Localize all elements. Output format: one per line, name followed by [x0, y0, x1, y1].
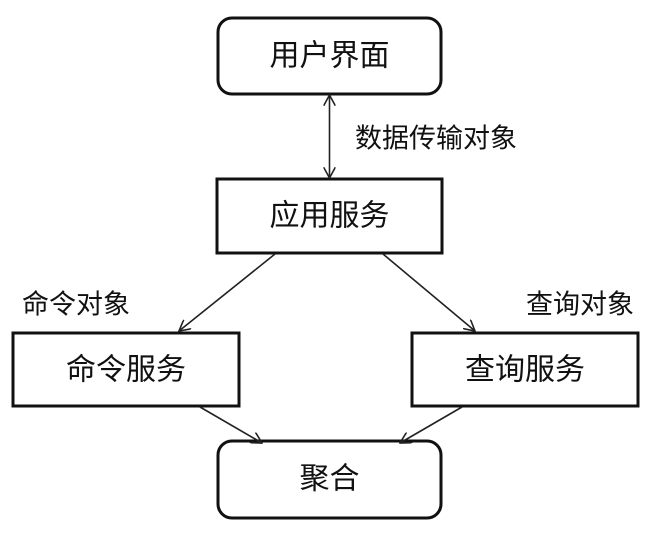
command-object-edge-label: 命令对象 [22, 290, 130, 321]
query-service-label: 查询服务 [465, 353, 585, 388]
aggregate-box [216, 439, 443, 520]
edge-command-to-aggregate [199, 406, 262, 443]
query-service-box [410, 331, 640, 408]
node-user-interface: 用户界面 [216, 16, 443, 96]
node-command-service: 命令服务 [11, 331, 241, 408]
command-service-box [11, 331, 241, 408]
edge-app-to-query [382, 253, 475, 331]
aggregate-label: 聚合 [300, 462, 360, 497]
app-service-label: 应用服务 [270, 199, 390, 234]
node-query-service: 查询服务 [410, 331, 640, 408]
node-app-service: 应用服务 [215, 177, 444, 255]
edge-app-to-command [179, 253, 276, 331]
query-object-edge-label: 查询对象 [526, 290, 634, 321]
command-service-label: 命令服务 [66, 353, 186, 388]
edge-query-to-aggregate [400, 406, 463, 443]
app-service-box [215, 177, 444, 255]
node-aggregate: 聚合 [216, 439, 443, 520]
user-interface-label: 用户界面 [270, 39, 390, 74]
dto-edge-label: 数据传输对象 [355, 124, 517, 155]
